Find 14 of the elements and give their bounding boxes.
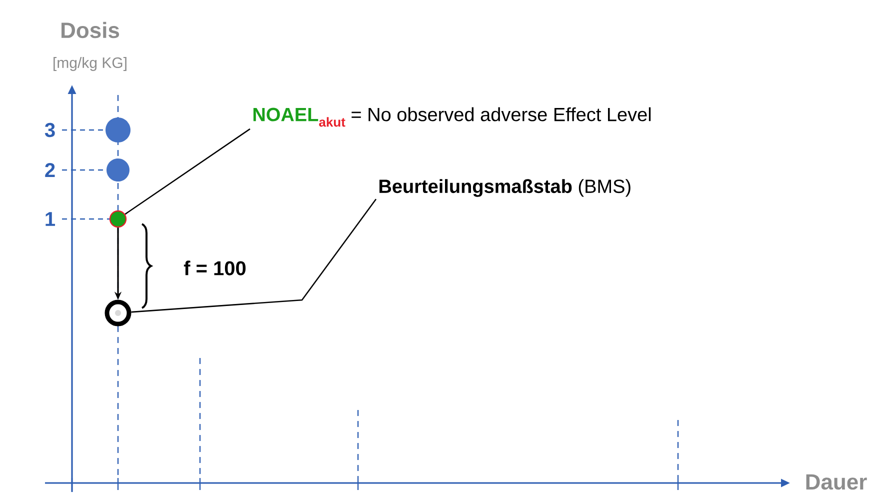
definition-text: Beurteilungsmaßstab (BMS)	[379, 179, 630, 197]
data-point	[106, 118, 130, 142]
unit-label: [mg/kg KG]	[54, 57, 126, 71]
dosis-axis-title: Dosis	[62, 22, 120, 38]
leader-line	[124, 128, 250, 215]
data-point	[109, 210, 127, 228]
tick-label: 3	[44, 122, 55, 138]
tick-label: 2	[45, 163, 55, 177]
leader-line	[131, 198, 377, 313]
tick-label: 1	[46, 212, 55, 226]
data-point	[106, 158, 130, 182]
factor-label: f = 100	[184, 260, 246, 276]
data-point	[104, 300, 132, 326]
dauer-axis-title: Dauer	[806, 474, 867, 490]
